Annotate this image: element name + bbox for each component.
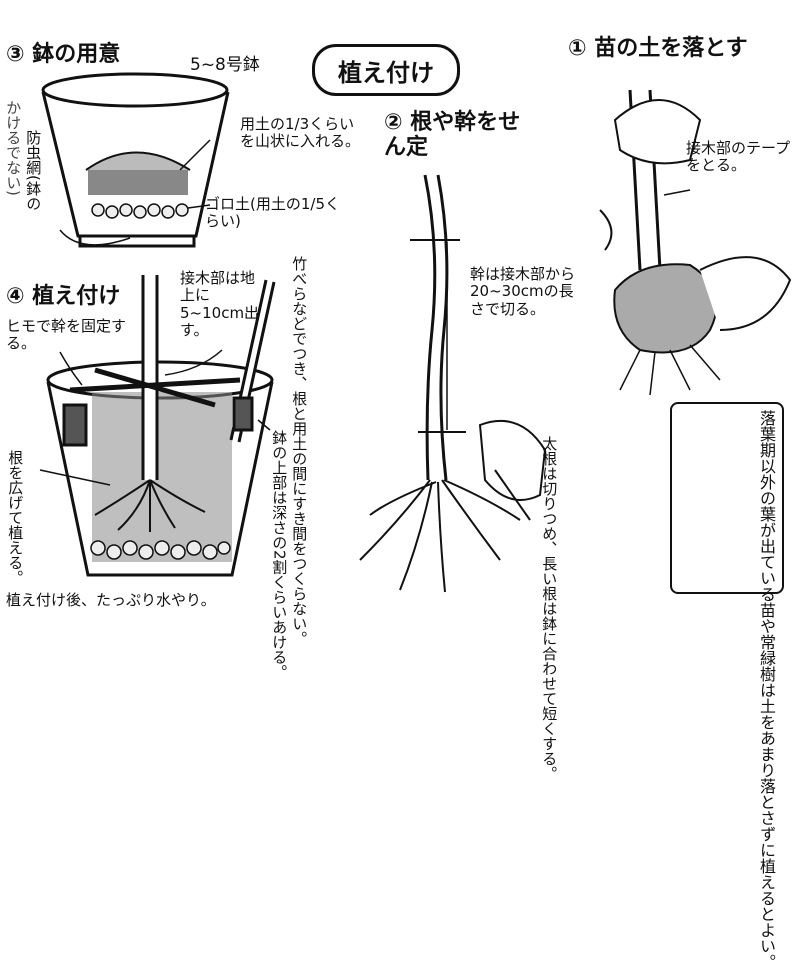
step2-tree-drawing <box>359 174 547 593</box>
step3-pot-drawing <box>41 72 230 248</box>
trunk-note: 幹は接木部から20~30cmの長さで切る。 <box>470 265 576 318</box>
root-note: 太根は切りつめ、長い根は鉢に合わせて短くする。 <box>540 436 559 781</box>
illustration-canvas <box>39 72 792 593</box>
step1-heading: ① 苗の土を落とす <box>568 36 748 61</box>
graft-note: 接木部は地上に5~10cm出す。 <box>180 269 260 339</box>
net-note-cut: かけるでない) <box>4 100 23 196</box>
evergreen-note-box: 落葉期以外の葉が出ている苗や常緑樹は土をあまり落とさずに植えるとよい。 <box>670 402 784 970</box>
water-note: 植え付け後、たっぷり水やり。 <box>6 591 216 609</box>
page-title: 植え付け <box>312 44 460 96</box>
soil-note: 用土の1/3くらいを山状に入れる。 <box>240 115 361 151</box>
spread-note: 根を広げて植える。 <box>6 450 25 585</box>
stones-note: ゴロ土(用土の1/5くらい) <box>205 195 340 231</box>
step1-seedling-drawing <box>599 89 792 396</box>
step2-heading: ② 根や幹をせん定 <box>384 110 521 161</box>
stick-note: 竹べらなどでつき、根と用土の間にすき間をつくらない。 <box>290 256 309 646</box>
step4-heading: ④ 植え付け <box>6 284 121 309</box>
evergreen-note: 落葉期以外の葉が出ている苗や常緑樹は土をあまり落とさずに植えるとよい。 <box>757 410 776 970</box>
pot-size-label: 5~8号鉢 <box>190 55 260 75</box>
step4-pot-drawing <box>46 275 276 577</box>
step3-heading: ③ 鉢の用意 <box>6 42 121 67</box>
tape-note: 接木部のテープをとる。 <box>686 139 791 175</box>
tie-note: ヒモで幹を固定する。 <box>6 317 127 353</box>
net-note: 防虫網(鉢の <box>24 130 43 211</box>
pot-top-note: 鉢の上部は深さの2割くらいあける。 <box>270 430 289 680</box>
